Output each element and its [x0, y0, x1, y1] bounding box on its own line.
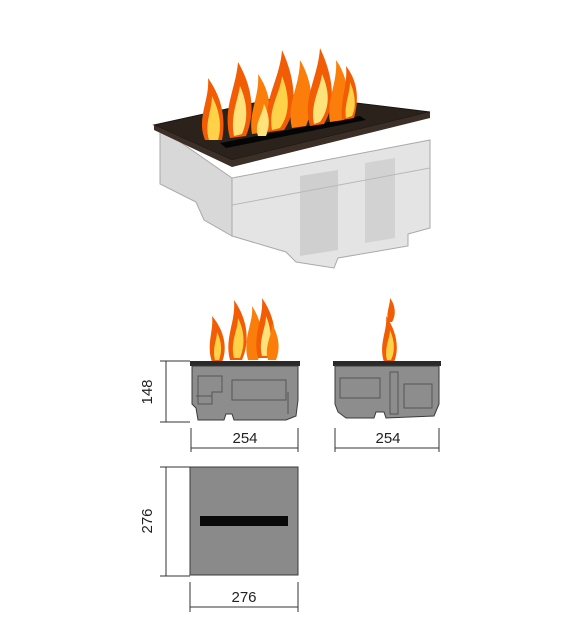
insert-housing-shade-2	[365, 158, 395, 243]
front-view-drawing	[190, 298, 300, 421]
side-view-body	[334, 365, 440, 419]
front-view-flames	[209, 298, 279, 362]
side-view-drawing	[333, 298, 441, 419]
side-view-top-plate	[333, 361, 441, 366]
top-view-drawing	[189, 466, 299, 576]
front-width-label: 254	[232, 430, 257, 447]
top-width-label: 276	[231, 589, 256, 606]
front-view-detail	[197, 375, 287, 405]
front-height-dimension: 148	[139, 360, 190, 423]
front-view-body	[191, 365, 299, 421]
side-view-flames	[382, 298, 397, 362]
top-width-dimension: 276	[189, 582, 299, 612]
burner-slot	[220, 116, 366, 148]
front-height-label: 148	[139, 379, 156, 404]
side-width-label: 254	[375, 430, 400, 447]
front-view-top-plate	[190, 361, 300, 366]
front-width-dimension: 254	[190, 428, 299, 452]
side-view-detail	[339, 371, 433, 415]
insert-housing-seam	[231, 167, 431, 206]
product-illustration	[152, 48, 431, 269]
insert-housing-shade	[300, 170, 338, 256]
side-width-dimension: 254	[334, 428, 440, 452]
top-depth-label: 276	[139, 508, 156, 533]
top-depth-dimension: 276	[139, 466, 190, 577]
flames-illustration	[201, 48, 357, 140]
top-view-burner-slot	[200, 516, 288, 526]
